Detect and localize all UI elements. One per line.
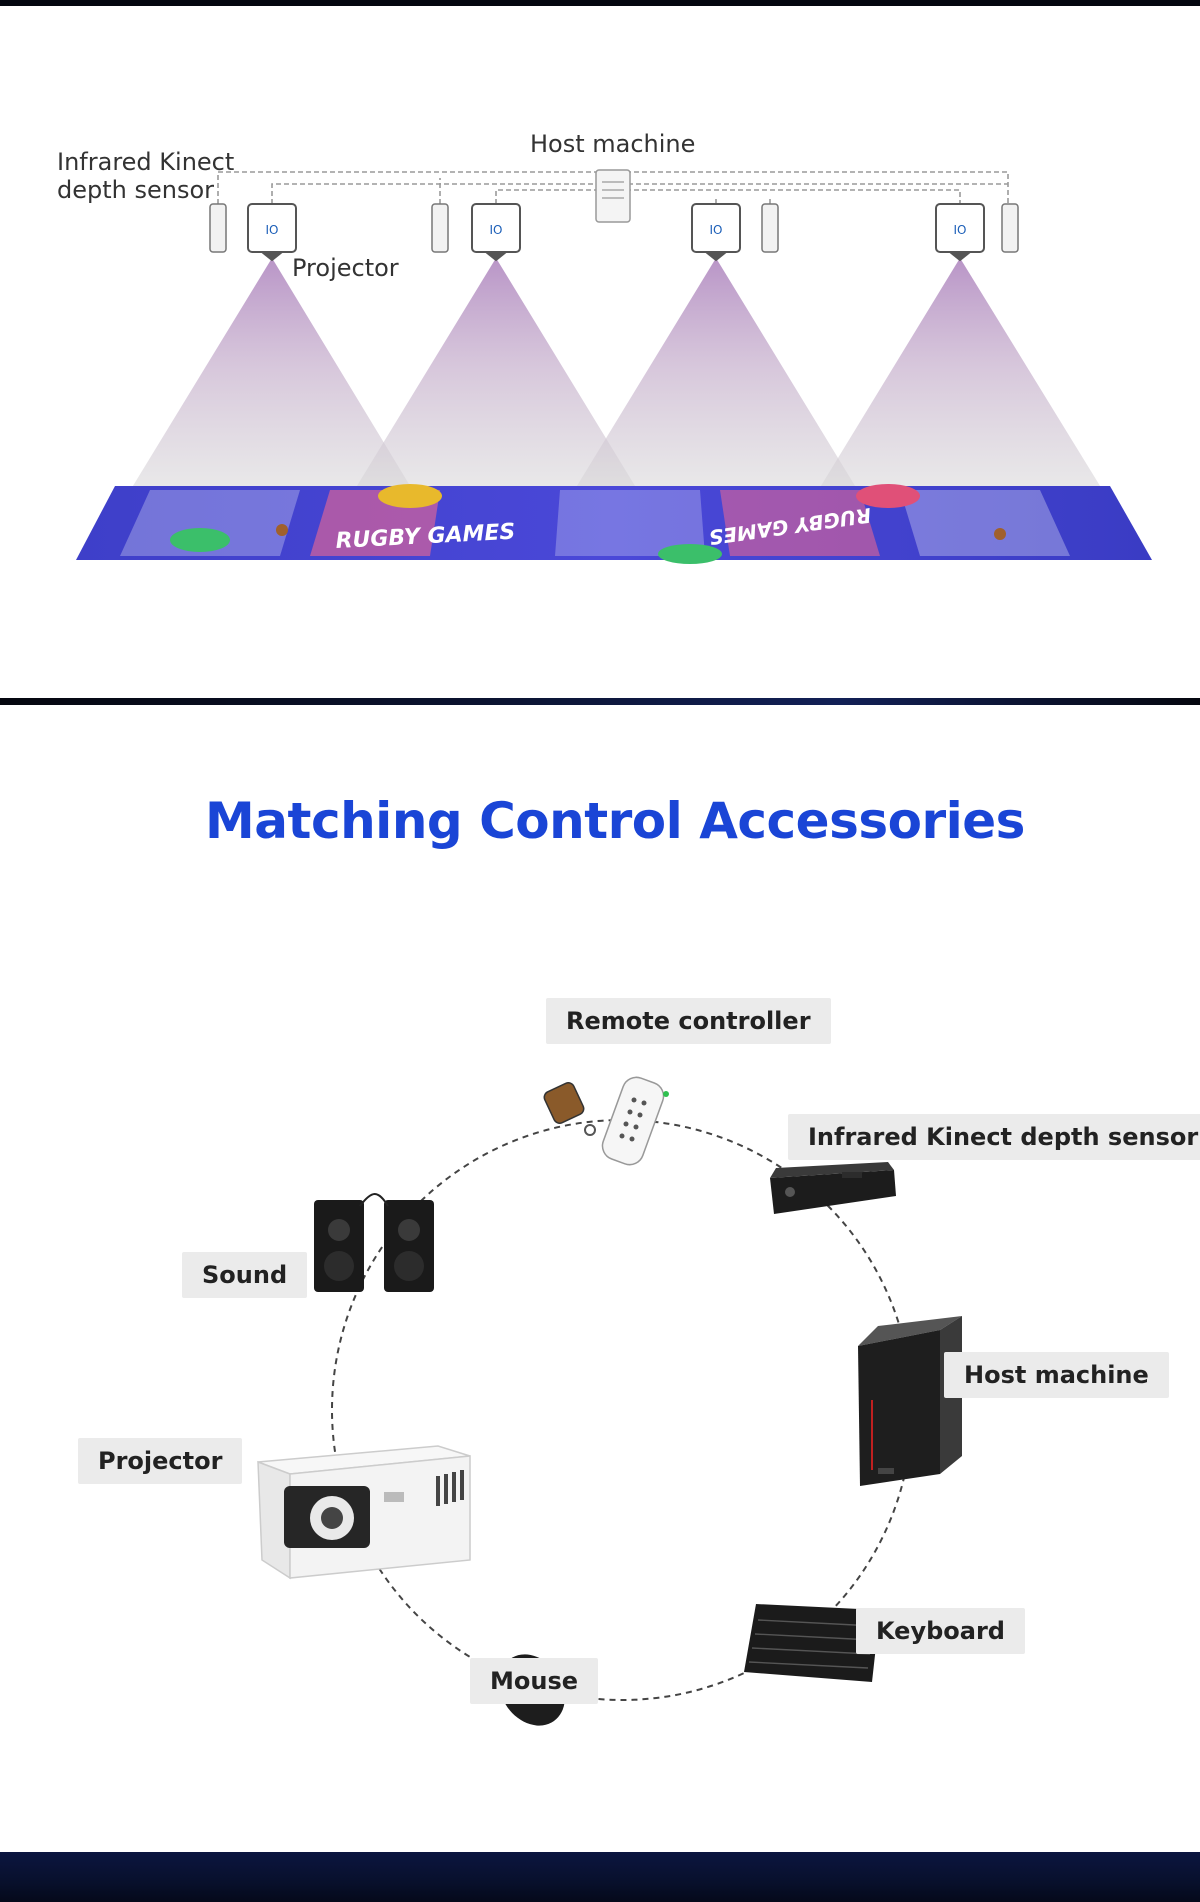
- host-machine-tower-icon: [858, 1316, 962, 1486]
- keyboard-label: Keyboard: [856, 1608, 1025, 1654]
- speakers-icon: [314, 1193, 434, 1292]
- projector-lens-1: IO: [266, 223, 279, 237]
- ceiling-projectors: [247, 203, 985, 262]
- projection-beams: [128, 258, 1105, 494]
- kinect-sensor-icon: [770, 1162, 896, 1214]
- projector-label: Projector: [78, 1438, 243, 1484]
- remote-controller-icon: [543, 1076, 669, 1166]
- floor-projection-mat: [76, 484, 1152, 564]
- bottom-dark-band: [0, 1852, 1200, 1902]
- projector-label: Projector: [292, 254, 399, 282]
- host-machine-icon: [595, 169, 631, 223]
- host-machine-label: Host machine: [530, 130, 696, 158]
- accessory-ring: Remote controller Infrared Kinect depth …: [0, 980, 1200, 1800]
- projector-lens-2: IO: [490, 223, 503, 237]
- section-title: Matching Control Accessories: [205, 792, 1025, 850]
- installation-diagram-svg: RUGBY GAMES RUGBY GAMES IO IO IO IO: [76, 169, 1152, 564]
- mouse-label: Mouse: [470, 1658, 599, 1704]
- projector-lens-3: IO: [710, 223, 723, 237]
- section-divider-band: [0, 698, 1200, 705]
- keyboard-icon: [744, 1604, 880, 1682]
- host-machine-label: Host machine: [944, 1352, 1169, 1398]
- sensor-label-line2: depth sensor: [57, 176, 215, 204]
- projector-box-icon: [257, 1445, 471, 1580]
- sound-label: Sound: [182, 1252, 308, 1298]
- projector-lens-4: IO: [954, 223, 967, 237]
- sensor-label-line1: Infrared Kinect: [57, 148, 235, 176]
- accessory-ring-svg: [257, 1076, 962, 1726]
- installation-diagram: RUGBY GAMES RUGBY GAMES IO IO IO IO: [0, 6, 1200, 698]
- kinect-sensors: [209, 203, 1019, 253]
- top-dark-band: [0, 0, 1200, 6]
- remote-controller-label: Remote controller: [546, 998, 831, 1044]
- kinect-sensor-label: Infrared Kinect depth sensor: [788, 1114, 1200, 1160]
